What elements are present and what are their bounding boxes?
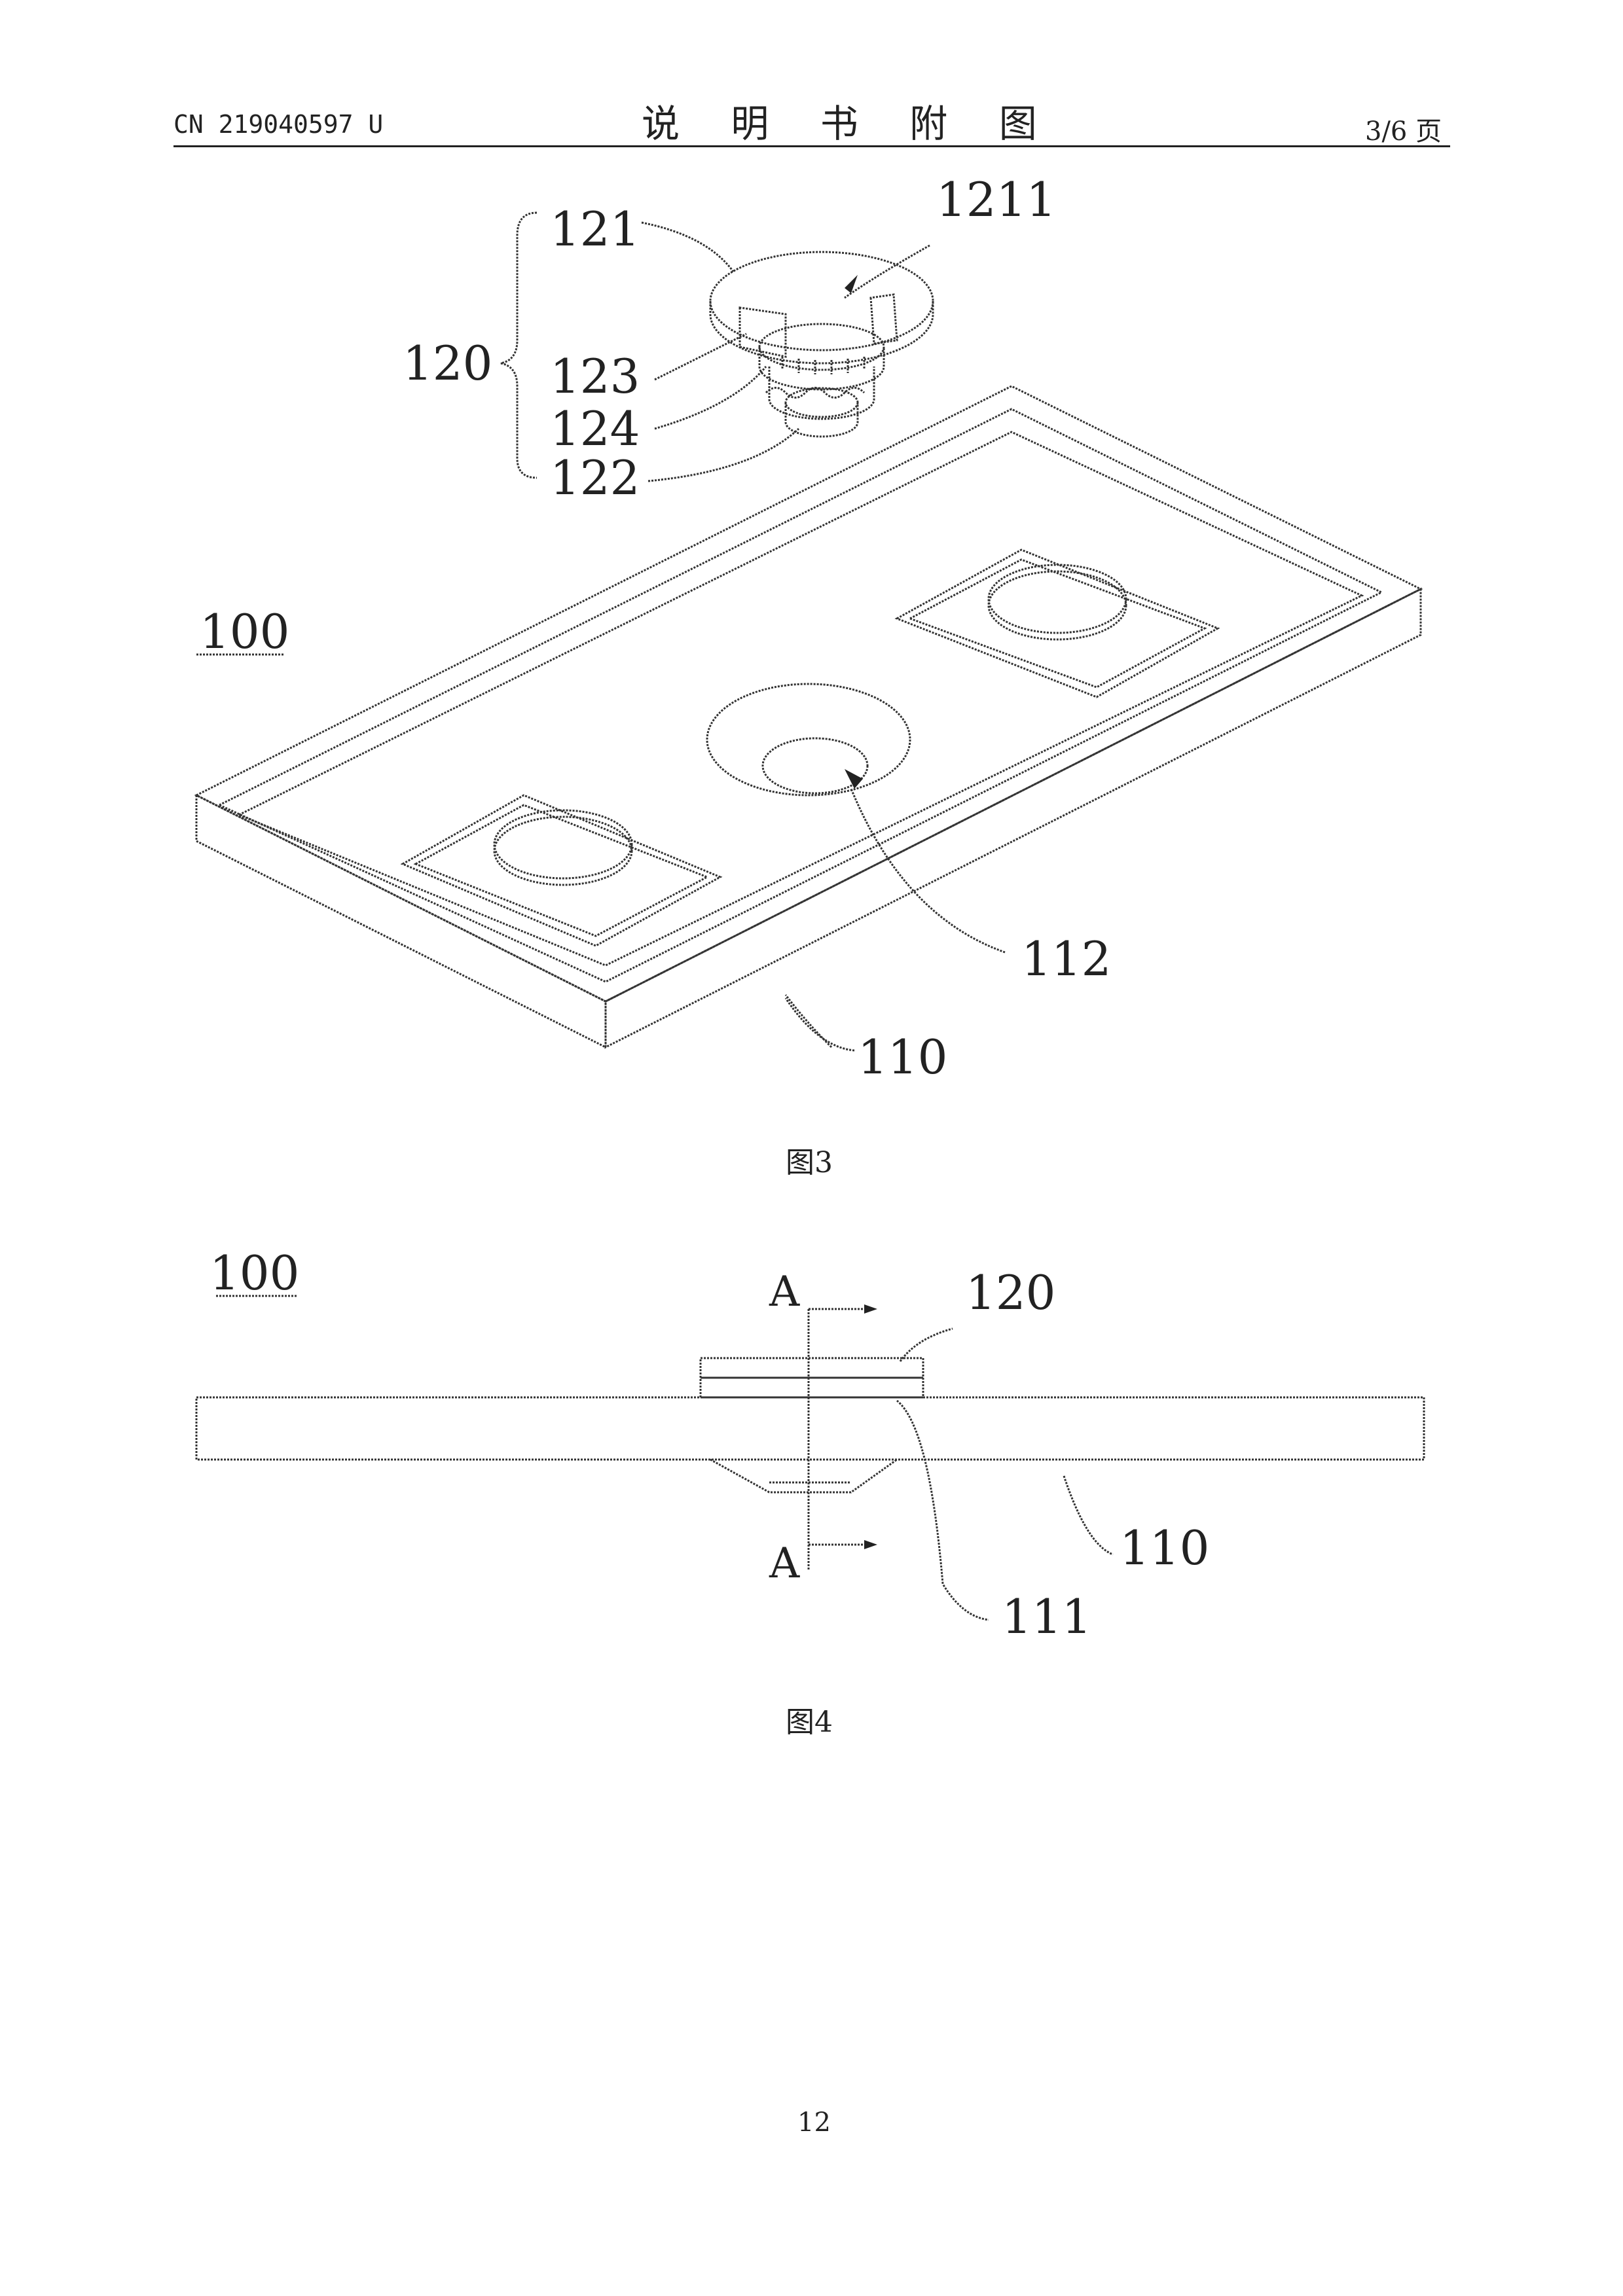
figure3-caption: 图3 — [786, 1146, 833, 1179]
label-section-A-bottom: A — [769, 1539, 800, 1588]
header-rule — [173, 145, 1450, 147]
label-1211: 1211 — [936, 172, 1056, 227]
fig3-module — [709, 251, 934, 438]
fig3-right-square — [894, 548, 1220, 698]
label-120-fig4: 120 — [966, 1265, 1055, 1320]
label-112: 112 — [1021, 931, 1111, 986]
page-title: 说 明 书 附 图 — [642, 101, 1057, 146]
label-100-fig3: 100 — [200, 604, 289, 659]
label-100-fig4: 100 — [210, 1246, 299, 1300]
fig3-left-square — [400, 794, 723, 947]
label-120: 120 — [403, 336, 492, 391]
label-122: 122 — [550, 450, 640, 505]
label-section-A-top: A — [769, 1268, 800, 1316]
fig3-right-disc — [987, 564, 1127, 634]
figure4-caption: 图4 — [786, 1706, 833, 1739]
label-121: 121 — [550, 202, 640, 257]
page-number: 12 — [797, 2108, 831, 2138]
fig4-side-view — [195, 1295, 1425, 1621]
label-124: 124 — [550, 401, 640, 456]
label-110-fig4: 110 — [1120, 1520, 1209, 1575]
fig3-plate — [194, 385, 1423, 1049]
page-count: 3/6 页 — [1365, 117, 1442, 147]
label-111: 111 — [1002, 1589, 1091, 1644]
fig3-left-disc — [493, 809, 633, 880]
fig3-center-hole-outer — [706, 683, 911, 797]
fig3-center-hole-inner — [761, 737, 869, 795]
label-123: 123 — [550, 349, 640, 404]
patent-number: CN 219040597 U — [173, 110, 384, 139]
label-110-fig3: 110 — [858, 1030, 947, 1085]
